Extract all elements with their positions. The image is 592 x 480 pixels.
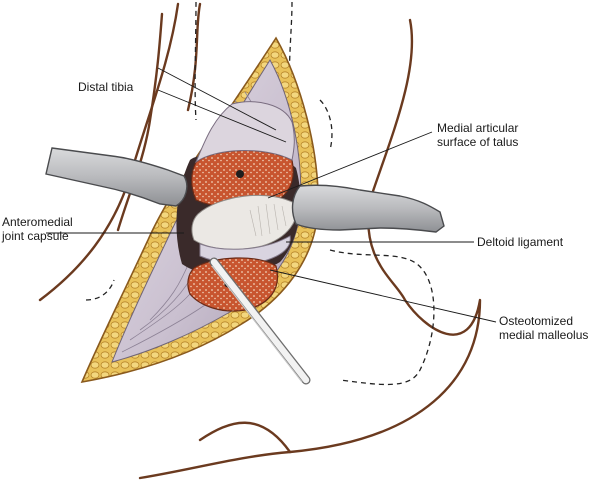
label-osteotomized-line2: medial malleolus: [499, 328, 589, 342]
talus-cartilage-texture: [249, 203, 287, 237]
right-retractor: [291, 184, 445, 233]
label-osteotomized-malleolus: Osteotomized medial malleolus: [499, 314, 588, 342]
label-distal-tibia-text: Distal tibia: [78, 80, 134, 94]
label-anteromedial-line2: joint capsule: [2, 229, 69, 243]
label-osteotomized-line1: Osteotomized: [499, 314, 574, 328]
label-deltoid-ligament-text: Deltoid ligament: [477, 235, 564, 249]
talus-articular-surface: [191, 194, 298, 250]
distal-tibia-cortex: [194, 101, 295, 164]
label-medial-articular-line2: surface of talus: [437, 135, 519, 149]
left-retractor: [45, 147, 188, 207]
label-deltoid-ligament: Deltoid ligament: [477, 235, 563, 249]
label-anteromedial-capsule: Anteromedial joint capsule: [2, 215, 73, 243]
label-medial-articular-surface: Medial articular surface of talus: [437, 121, 518, 149]
label-medial-articular-line1: Medial articular: [437, 121, 519, 135]
tibia-drill-hole: [236, 170, 244, 178]
label-distal-tibia: Distal tibia: [78, 80, 133, 94]
leader-lines: [46, 67, 497, 323]
label-anteromedial-line1: Anteromedial: [2, 215, 73, 229]
guide-pin: [209, 257, 311, 385]
